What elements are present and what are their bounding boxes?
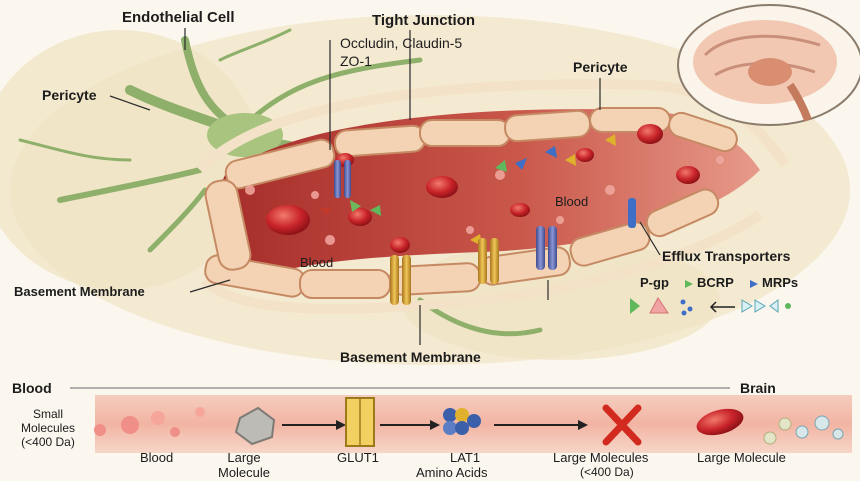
pgp-label: P-gp bbox=[640, 276, 669, 291]
large-molecules-label: Large Molecules bbox=[553, 451, 648, 466]
large-molecule-label: Large Molecule bbox=[210, 451, 278, 481]
amino-acids-label: Amino Acids bbox=[416, 466, 488, 481]
bcrp-label: BCRP bbox=[697, 276, 734, 291]
pathway-blood-heading: Blood bbox=[12, 380, 52, 396]
zo1-label: ZO-1 bbox=[340, 53, 372, 69]
efflux-pump-small bbox=[628, 198, 636, 228]
pericyte-left-label: Pericyte bbox=[42, 87, 96, 103]
blood-upper-label: Blood bbox=[555, 195, 588, 210]
tight-junction-label: Tight Junction bbox=[372, 12, 475, 29]
pathway-blood-label: Blood bbox=[140, 451, 173, 466]
small-molecules-label: Small Molecules (<400 Da) bbox=[6, 408, 90, 449]
pericyte-top-label: Pericyte bbox=[573, 59, 627, 75]
efflux-transporters-label: Efflux Transporters bbox=[662, 248, 790, 264]
transport-pathway bbox=[70, 388, 852, 453]
lat1-label: LAT1 bbox=[450, 451, 480, 466]
glut1-label: GLUT1 bbox=[337, 451, 379, 466]
large-molecule-right-label: Large Molecule bbox=[697, 451, 786, 466]
pathway-brain-heading: Brain bbox=[740, 380, 776, 396]
basement-membrane-center-label: Basement Membrane bbox=[340, 349, 481, 365]
large-molecules-size-label: (<400 Da) bbox=[580, 466, 634, 480]
tight-junction-proteins-label: Occludin, Claudin-5 bbox=[340, 35, 462, 51]
brain-inset bbox=[678, 5, 860, 125]
basement-membrane-left-label: Basement Membrane bbox=[14, 285, 145, 300]
mrps-label: MRPs bbox=[762, 276, 798, 291]
blood-lower-label: Blood bbox=[300, 256, 333, 271]
endothelial-cell-label: Endothelial Cell bbox=[122, 9, 235, 26]
